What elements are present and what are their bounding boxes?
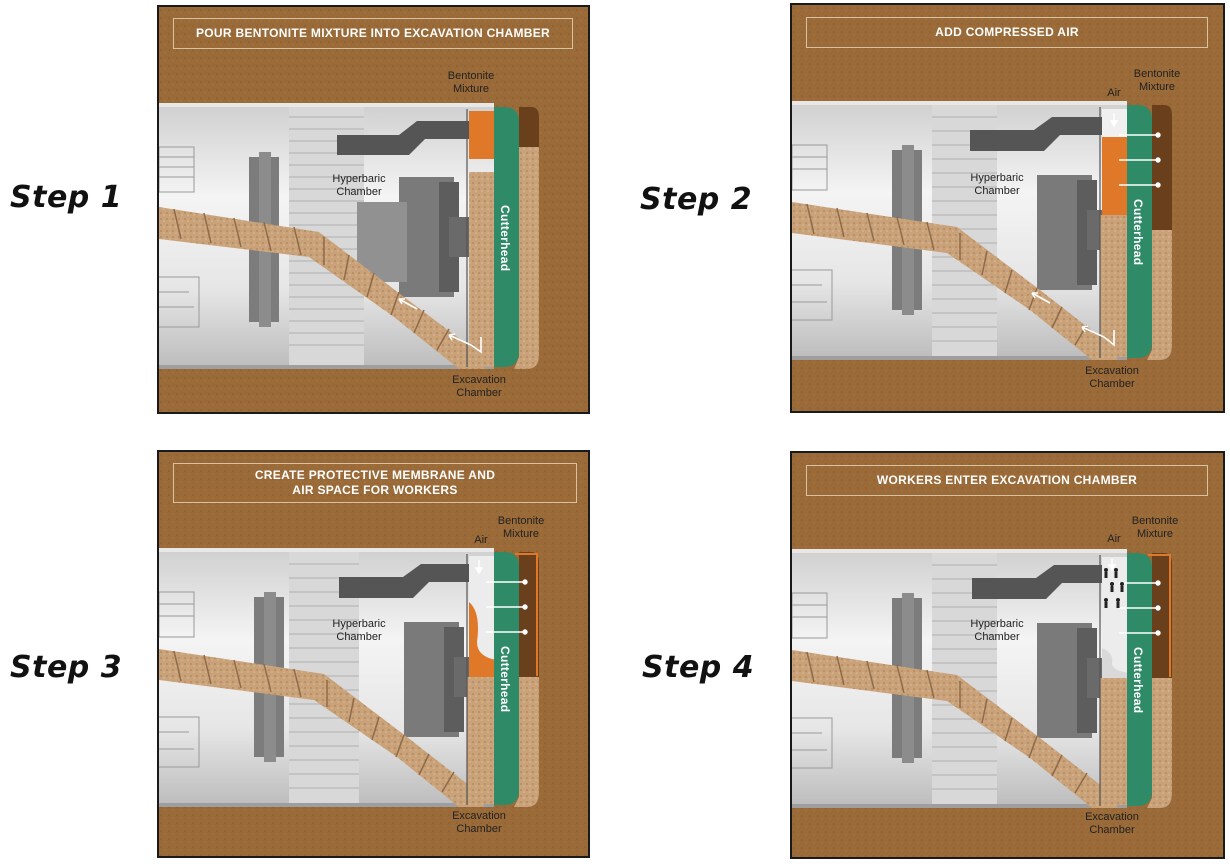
air-label: Air [474, 534, 488, 546]
step-4-label: Step 4 [642, 650, 755, 685]
cutterhead-label: Cutterhead [1131, 647, 1145, 714]
step-1-label: Step 1 [10, 180, 123, 215]
tbm-illustration [159, 7, 588, 412]
air-label: Air [1107, 533, 1121, 545]
step-4-diagram: WORKERS ENTER EXCAVATION CHAMBER Air Ben… [790, 451, 1225, 859]
hyperbaric-label: Hyperbaric Chamber [332, 618, 386, 643]
step-2-banner: ADD COMPRESSED AIR [806, 17, 1208, 48]
hyperbaric-label: Hyperbaric Chamber [332, 173, 386, 198]
step-1-diagram: POUR BENTONITE MIXTURE INTO EXCAVATION C… [157, 5, 590, 414]
step-3-diagram: CREATE PROTECTIVE MEMBRANE AND AIR SPACE… [157, 450, 590, 858]
step-2-diagram: ADD COMPRESSED AIR Air Bentonite Mixture… [790, 3, 1225, 413]
step-2-label: Step 2 [640, 182, 753, 217]
excavation-label: Excavation Chamber [452, 374, 506, 399]
excavation-label: Excavation Chamber [452, 810, 506, 835]
excavation-label: Excavation Chamber [1085, 365, 1139, 390]
step-1-banner: POUR BENTONITE MIXTURE INTO EXCAVATION C… [173, 18, 573, 49]
step-3-label: Step 3 [10, 650, 123, 685]
step-3-banner: CREATE PROTECTIVE MEMBRANE AND AIR SPACE… [173, 463, 577, 503]
bentonite-label: Bentonite Mixture [497, 515, 545, 540]
cutterhead-label: Cutterhead [498, 205, 512, 272]
hyperbaric-label: Hyperbaric Chamber [970, 172, 1024, 197]
cutterhead-label: Cutterhead [498, 646, 512, 713]
bentonite-label: Bentonite Mixture [1131, 515, 1179, 540]
tbm-illustration [792, 453, 1223, 857]
air-label: Air [1107, 87, 1121, 99]
cutterhead-label: Cutterhead [1131, 199, 1145, 266]
worker-icons [1104, 568, 1124, 608]
bentonite-label: Bentonite Mixture [447, 70, 495, 95]
step-4-banner: WORKERS ENTER EXCAVATION CHAMBER [806, 465, 1208, 496]
bentonite-label: Bentonite Mixture [1133, 68, 1181, 93]
tbm-illustration [792, 5, 1223, 411]
tbm-illustration [159, 452, 588, 856]
hyperbaric-label: Hyperbaric Chamber [970, 618, 1024, 643]
excavation-label: Excavation Chamber [1085, 811, 1139, 836]
